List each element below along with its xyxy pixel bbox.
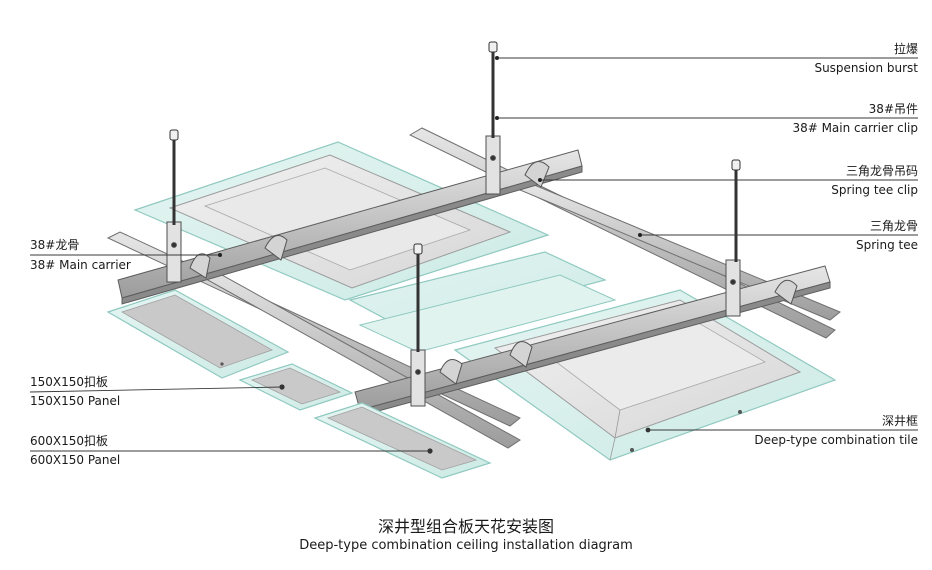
suspension-rods [172, 46, 738, 352]
main-carrier-label-en: 38# Main carrier [30, 258, 131, 272]
glass-strip-middle [348, 251, 617, 353]
leader-lines [29, 57, 918, 452]
spring-tee-clips [189, 161, 798, 385]
tile-label-en: Deep-type combination tile [754, 433, 918, 447]
main-carrier-rails [117, 149, 831, 417]
leader-dots [218, 56, 642, 257]
tee-clip-label-cn: 三角龙骨吊码 [845, 164, 918, 178]
main-carrier-clips [166, 135, 741, 407]
suspension-label-en: Suspension burst [814, 61, 918, 75]
caption-title-en: Deep-type combination ceiling installati… [299, 538, 633, 553]
caption-title-cn: 深井型组合板天花安装图 [377, 517, 554, 536]
panel-600-label-en: 600X150 Panel [30, 453, 121, 467]
panel-600x150 [313, 402, 492, 479]
panel-150x150 [238, 363, 354, 411]
spring-tee-label-en: Spring tee [855, 238, 918, 252]
tile-label-cn: 深井框 [881, 414, 918, 428]
suspension-bursts [169, 41, 741, 255]
panel-150-label-cn: 150X150扣板 [30, 375, 109, 389]
spring-tee-label-cn: 三角龙骨 [869, 219, 918, 233]
carrier-clip-label-en: 38# Main carrier clip [792, 121, 918, 135]
tee-clip-label-en: Spring tee clip [831, 183, 918, 197]
panel-150-label-en: 150X150 Panel [30, 394, 121, 408]
panel-600-label-cn: 600X150扣板 [30, 434, 109, 448]
main-carrier-label-cn: 38#龙骨 [30, 238, 80, 252]
suspension-label-cn: 拉爆 [893, 42, 918, 56]
panel-600x150-left [106, 289, 290, 379]
carrier-clip-label-cn: 38#吊件 [868, 102, 918, 116]
